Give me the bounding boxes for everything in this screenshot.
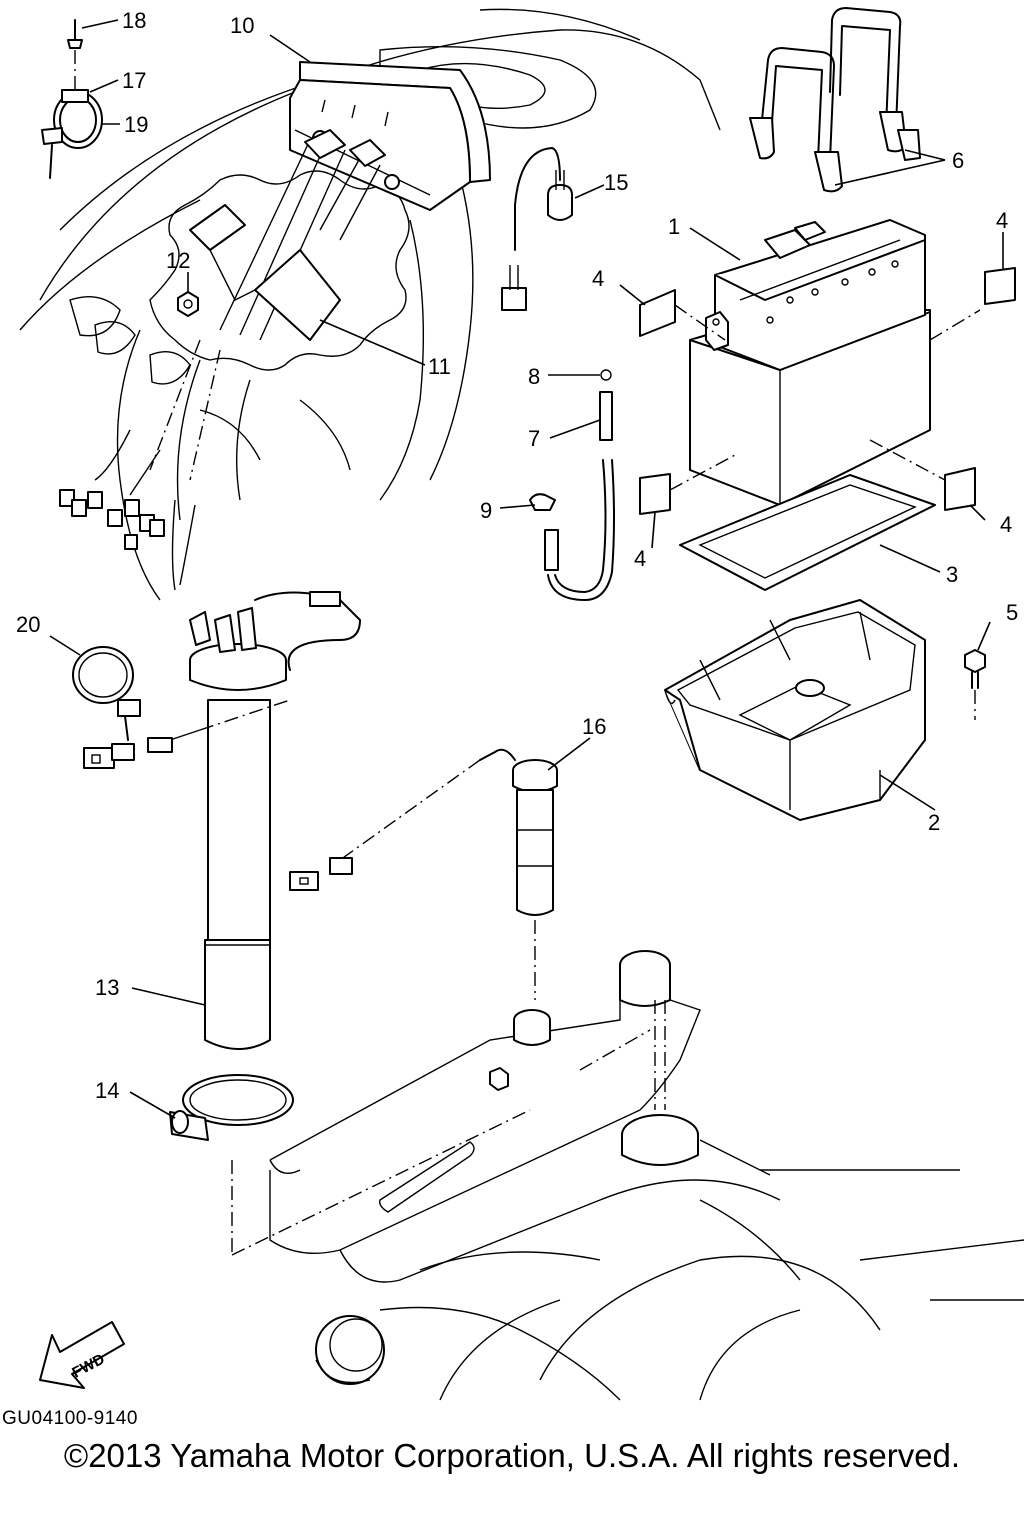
clamp-17-19 bbox=[41, 19, 103, 179]
fuel-tank-area bbox=[231, 920, 1024, 1401]
callout-numbers: 18 17 19 10 12 11 15 1 4 4 6 8 7 9 4 4 3… bbox=[16, 8, 1018, 1103]
callout-7: 7 bbox=[528, 426, 540, 451]
callout-4b: 4 bbox=[996, 208, 1008, 233]
callout-3: 3 bbox=[946, 562, 958, 587]
callout-1: 1 bbox=[668, 214, 680, 239]
nut-12 bbox=[177, 291, 199, 317]
callout-10: 10 bbox=[230, 13, 254, 38]
pad-3 bbox=[679, 474, 936, 591]
callout-6: 6 bbox=[952, 148, 964, 173]
fwd-arrow-icon: FWD bbox=[39, 1321, 125, 1389]
callout-9: 9 bbox=[480, 498, 492, 523]
callout-5: 5 bbox=[1006, 600, 1018, 625]
leader-lines bbox=[49, 19, 1004, 1119]
battery-box-2 bbox=[664, 599, 926, 821]
callout-17: 17 bbox=[122, 68, 146, 93]
callout-12: 12 bbox=[166, 248, 190, 273]
battery-straps-6 bbox=[749, 7, 921, 193]
labels-4 bbox=[639, 267, 1016, 515]
diagram-code: GU04100-9140 bbox=[2, 1408, 138, 1429]
callout-15: 15 bbox=[604, 170, 628, 195]
sensor-15 bbox=[501, 147, 573, 311]
vent-hose-7 bbox=[529, 369, 615, 601]
callout-20: 20 bbox=[16, 612, 40, 637]
fuel-sender-13 bbox=[83, 591, 361, 1050]
callout-13: 13 bbox=[95, 975, 119, 1000]
battery-1 bbox=[689, 219, 931, 506]
meter-assembly bbox=[59, 61, 491, 591]
callout-16: 16 bbox=[582, 714, 606, 739]
callout-18: 18 bbox=[122, 8, 146, 33]
copyright-notice: ©2013 Yamaha Motor Corporation, U.S.A. A… bbox=[63, 1437, 961, 1474]
sensor-16 bbox=[289, 748, 558, 916]
cable-tie-20 bbox=[72, 646, 141, 741]
callout-4a: 4 bbox=[592, 266, 604, 291]
bolt-5 bbox=[964, 649, 986, 720]
callout-11: 11 bbox=[428, 354, 451, 379]
callout-2: 2 bbox=[928, 810, 940, 835]
callout-4c: 4 bbox=[634, 546, 646, 571]
callout-8: 8 bbox=[528, 364, 540, 389]
callout-19: 19 bbox=[124, 112, 148, 137]
callout-4d: 4 bbox=[1000, 512, 1012, 537]
callout-14: 14 bbox=[95, 1078, 119, 1103]
hose-clamp-14 bbox=[169, 1074, 294, 1141]
